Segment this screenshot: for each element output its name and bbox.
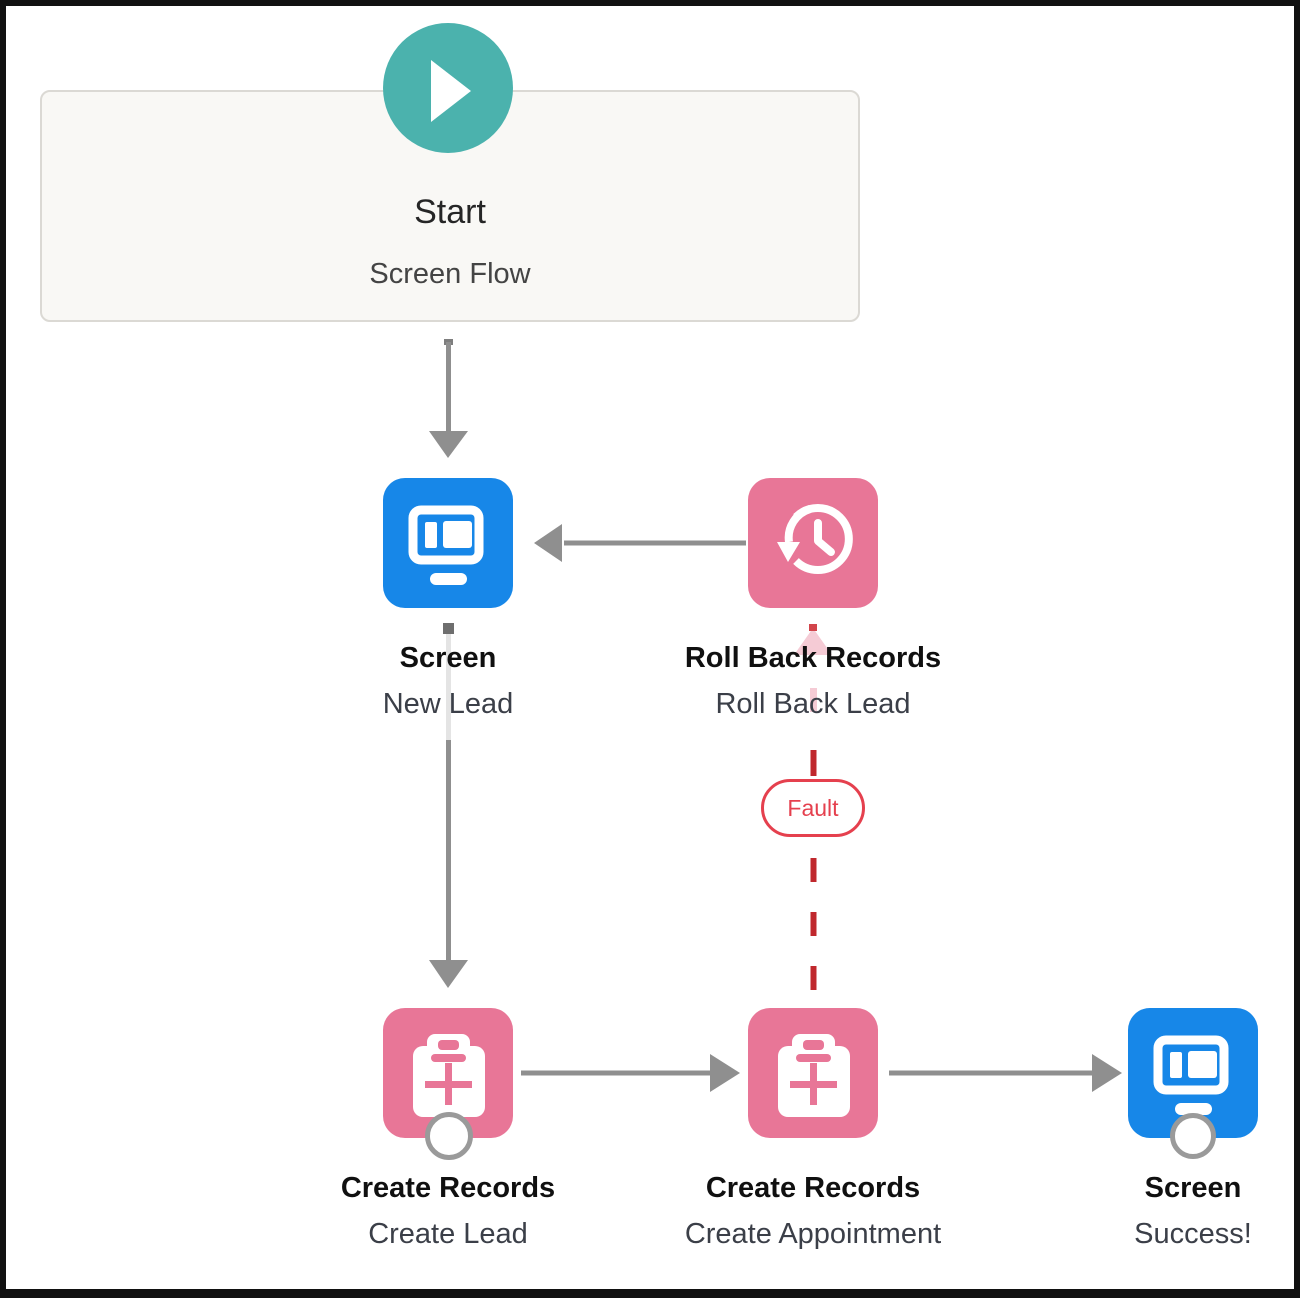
connector-fault	[794, 624, 832, 1008]
connector-screen-to-create-lead	[429, 623, 468, 988]
create-records-clipboard-icon	[778, 1034, 850, 1117]
start-node-title: Start	[414, 193, 486, 231]
connector-create-lead-to-create-appointment	[521, 1054, 740, 1092]
flow-node-screen-new-lead[interactable]: Screen New Lead	[383, 478, 513, 720]
flow-node-roll-back-lead[interactable]: Roll Back Records Roll Back Lead	[685, 478, 941, 720]
start-node-subtitle: Screen Flow	[369, 258, 531, 290]
create-records-clipboard-icon	[413, 1034, 485, 1117]
play-icon	[431, 60, 471, 122]
connector-rollback-to-screen	[534, 524, 746, 562]
screen-icon	[1153, 1035, 1229, 1115]
start-play-button[interactable]	[383, 23, 513, 153]
connector-create-appointment-to-success	[889, 1054, 1122, 1092]
fault-connector-badge[interactable]: Fault	[761, 779, 865, 837]
connector-anchor-circle[interactable]	[1170, 1113, 1216, 1159]
connector-start-to-screen	[429, 339, 468, 458]
connector-anchor-circle[interactable]	[425, 1112, 473, 1160]
flow-node-create-appointment[interactable]: Create Records Create Appointment	[685, 1008, 941, 1250]
fault-badge-label: Fault	[787, 794, 839, 821]
screen-icon	[408, 505, 484, 585]
rollback-clock-icon	[777, 504, 853, 574]
